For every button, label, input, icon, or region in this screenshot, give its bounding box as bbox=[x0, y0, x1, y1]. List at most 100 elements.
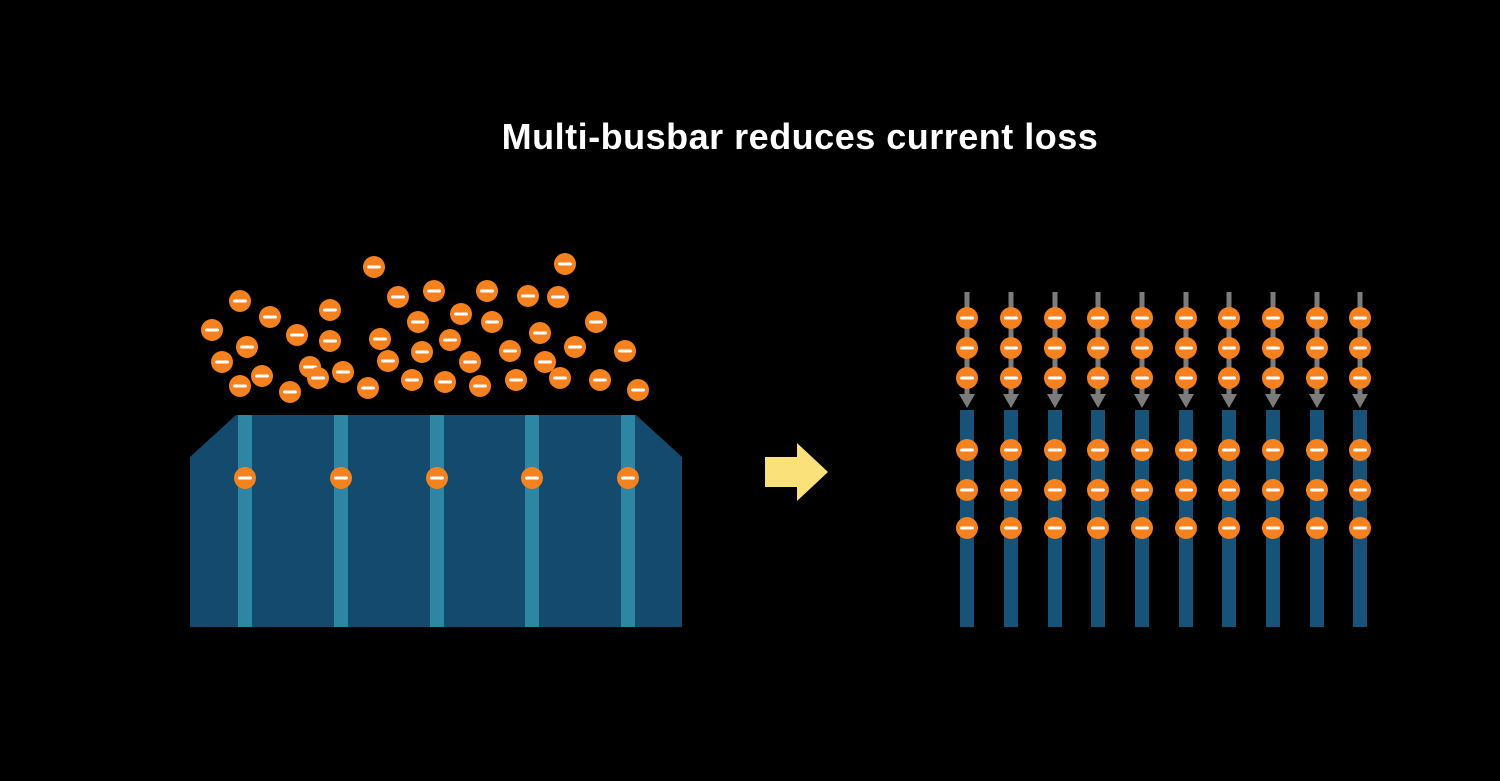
electron bbox=[1218, 479, 1240, 501]
electron bbox=[1218, 307, 1240, 329]
left-busbar bbox=[525, 415, 539, 627]
electron bbox=[529, 322, 551, 344]
electron bbox=[1000, 367, 1022, 389]
electron bbox=[614, 340, 636, 362]
electron bbox=[1349, 517, 1371, 539]
electron bbox=[1306, 479, 1328, 501]
electron bbox=[234, 467, 256, 489]
left-busbar bbox=[238, 415, 252, 627]
right-arrow-icon bbox=[765, 443, 828, 501]
electron bbox=[229, 290, 251, 312]
electron bbox=[1218, 367, 1240, 389]
electron bbox=[554, 253, 576, 275]
electron bbox=[1087, 367, 1109, 389]
electron bbox=[211, 351, 233, 373]
electron bbox=[499, 340, 521, 362]
electron bbox=[1087, 517, 1109, 539]
electron bbox=[319, 299, 341, 321]
electron bbox=[564, 336, 586, 358]
electron bbox=[1044, 337, 1066, 359]
electron bbox=[1262, 517, 1284, 539]
electron bbox=[1131, 337, 1153, 359]
electron bbox=[956, 439, 978, 461]
electron bbox=[357, 377, 379, 399]
page-title: Multi-busbar reduces current loss bbox=[501, 116, 1099, 157]
down-arrowhead-icon bbox=[1047, 394, 1063, 408]
electron bbox=[1262, 367, 1284, 389]
electron bbox=[332, 361, 354, 383]
electron bbox=[423, 280, 445, 302]
electron bbox=[1175, 517, 1197, 539]
electron bbox=[1218, 337, 1240, 359]
electron bbox=[1262, 439, 1284, 461]
electron bbox=[617, 467, 639, 489]
left-busbar bbox=[621, 415, 635, 627]
electron bbox=[1131, 307, 1153, 329]
electron bbox=[476, 280, 498, 302]
electron bbox=[229, 375, 251, 397]
electron bbox=[1131, 367, 1153, 389]
electron bbox=[1044, 479, 1066, 501]
electron bbox=[517, 285, 539, 307]
electron bbox=[549, 367, 571, 389]
electron bbox=[1175, 439, 1197, 461]
electron bbox=[1349, 337, 1371, 359]
electron bbox=[956, 337, 978, 359]
electron bbox=[201, 319, 223, 341]
electron bbox=[407, 311, 429, 333]
electron bbox=[1087, 337, 1109, 359]
scattered-electrons-group bbox=[201, 253, 649, 403]
electron bbox=[236, 336, 258, 358]
down-arrowhead-icon bbox=[1265, 394, 1281, 408]
electron bbox=[1306, 337, 1328, 359]
electron bbox=[1175, 337, 1197, 359]
electron bbox=[1349, 479, 1371, 501]
electron bbox=[1262, 307, 1284, 329]
electron bbox=[1349, 439, 1371, 461]
down-arrowhead-icon bbox=[1090, 394, 1106, 408]
electron bbox=[1131, 439, 1153, 461]
electron bbox=[505, 369, 527, 391]
electron bbox=[1000, 479, 1022, 501]
electron bbox=[1131, 479, 1153, 501]
electron bbox=[1000, 439, 1022, 461]
down-arrowhead-icon bbox=[959, 394, 975, 408]
electron bbox=[589, 369, 611, 391]
electron bbox=[1175, 479, 1197, 501]
electron bbox=[434, 371, 456, 393]
electron bbox=[1000, 517, 1022, 539]
left-busbar bbox=[430, 415, 444, 627]
electron bbox=[1044, 367, 1066, 389]
electron bbox=[1087, 479, 1109, 501]
electron bbox=[363, 256, 385, 278]
down-arrowhead-icon bbox=[1352, 394, 1368, 408]
electron bbox=[534, 351, 556, 373]
electron bbox=[319, 330, 341, 352]
electron bbox=[401, 369, 423, 391]
electron bbox=[286, 324, 308, 346]
electron bbox=[450, 303, 472, 325]
electron bbox=[330, 467, 352, 489]
electron bbox=[387, 286, 409, 308]
electron bbox=[956, 517, 978, 539]
electron bbox=[547, 286, 569, 308]
down-arrowhead-icon bbox=[1309, 394, 1325, 408]
electron bbox=[1218, 517, 1240, 539]
electron bbox=[1349, 367, 1371, 389]
electron bbox=[369, 328, 391, 350]
down-arrowhead-icon bbox=[1221, 394, 1237, 408]
electron bbox=[1306, 517, 1328, 539]
left-cell-group bbox=[190, 415, 682, 627]
left-busbar bbox=[334, 415, 348, 627]
electron bbox=[1306, 307, 1328, 329]
down-arrowhead-icon bbox=[1003, 394, 1019, 408]
electron bbox=[956, 307, 978, 329]
electron bbox=[1218, 439, 1240, 461]
electron bbox=[1044, 439, 1066, 461]
electron bbox=[1262, 337, 1284, 359]
electron bbox=[956, 367, 978, 389]
electron bbox=[627, 379, 649, 401]
electron bbox=[411, 341, 433, 363]
electron bbox=[377, 350, 399, 372]
